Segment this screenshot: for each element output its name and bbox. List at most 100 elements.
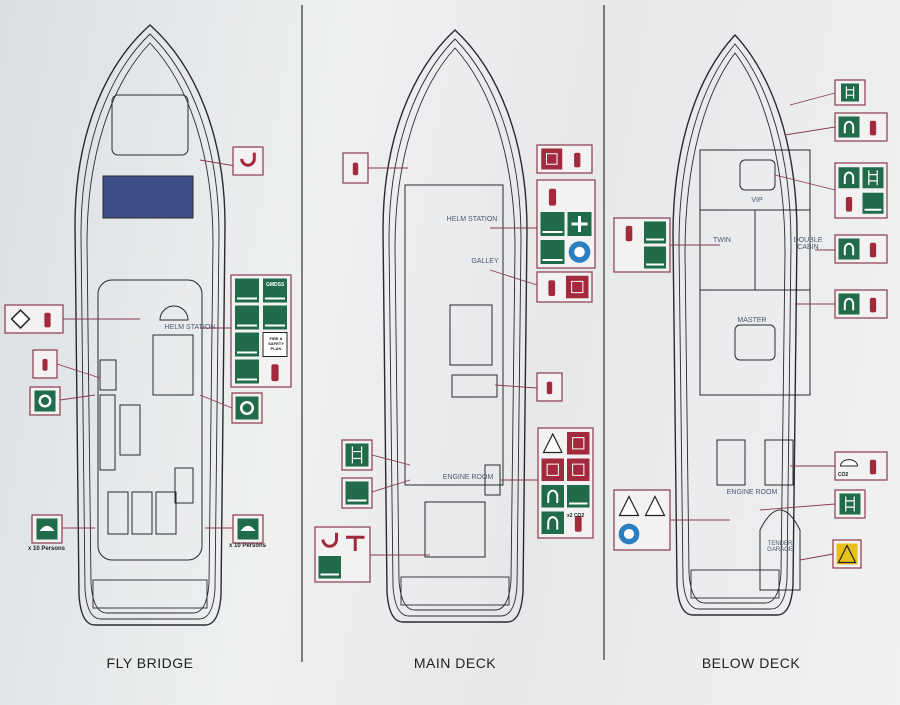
seat <box>99 359 117 391</box>
hazard-diamond-icon <box>10 309 31 329</box>
safety-sign-panel <box>834 234 888 264</box>
fire-axe-icon <box>346 535 365 551</box>
engine-port <box>716 439 746 486</box>
callout-line <box>59 394 96 401</box>
vip-label: VIP <box>751 197 763 204</box>
sign-caption-bar <box>265 297 285 300</box>
fire-blanket-icon <box>541 148 563 170</box>
master-label: MASTER <box>737 317 767 324</box>
warning-triangle-icon <box>618 495 640 517</box>
callout-line <box>799 553 834 561</box>
callout-line <box>784 126 836 136</box>
safety-sign-panel <box>536 144 593 174</box>
tender-garage-label: TENDER GARAGE <box>767 541 793 553</box>
callout-line <box>371 454 411 466</box>
lifebuoy-icon <box>34 390 56 412</box>
sofa <box>451 374 498 398</box>
lifebuoy-icon <box>235 396 259 420</box>
sign-caption-bar <box>265 324 285 327</box>
safety-sign-panel <box>834 79 866 106</box>
safety-sign-panel <box>834 489 866 519</box>
extinguisher-icon <box>271 364 279 382</box>
hull-outline <box>394 47 516 611</box>
lifebuoy-blue-inner <box>574 246 585 258</box>
fire-panel-icon <box>566 275 589 299</box>
lifebuoy-blue-inner <box>623 528 635 540</box>
safety-sign-panel <box>536 372 563 402</box>
lifejacket-glyph <box>843 120 855 134</box>
aft-cockpit <box>424 501 486 558</box>
extinguisher-icon <box>869 297 877 313</box>
galley-label: GALLEY <box>471 258 499 265</box>
sign-caption-bar <box>646 263 664 266</box>
table <box>119 404 141 456</box>
ladder-icon <box>841 83 859 102</box>
rescue-hook-icon <box>240 152 256 167</box>
master-bed <box>734 324 776 361</box>
hull-outline <box>382 29 528 623</box>
sign-caption-bar <box>864 208 882 211</box>
safety-sign-panel <box>613 489 671 551</box>
green-icon <box>567 485 590 508</box>
main-deck-hull <box>382 29 528 623</box>
ladder-glyph <box>845 496 855 512</box>
main-helm-station-label: HELM STATION <box>446 216 498 223</box>
swim-platform <box>400 576 510 606</box>
forward-hatch <box>111 94 189 156</box>
sign-caption-bar <box>542 259 563 261</box>
fire-panel-icon-detail <box>571 280 584 294</box>
callout-line <box>56 363 101 379</box>
callout-line <box>789 92 836 106</box>
safety-sign-panel <box>230 274 292 388</box>
hull-outline <box>80 33 220 620</box>
co2-extinguisher-icon <box>869 459 877 475</box>
safety-sign-panel <box>4 304 64 334</box>
fly-bridge-title: FLY BRIDGE <box>106 655 194 671</box>
warning-sign-icon <box>836 543 858 565</box>
lifejacket-glyph <box>843 171 855 185</box>
sign-caption-bar <box>237 324 257 327</box>
liferaft-glyph <box>39 525 55 531</box>
below-engine-room-label: ENGINE ROOM <box>726 489 778 496</box>
windscreen <box>102 175 194 219</box>
lifejacket-icon <box>541 511 564 534</box>
fire-pump-icon-detail <box>572 463 585 476</box>
ladder-glyph <box>868 170 878 186</box>
ladder-icon <box>839 493 861 515</box>
ladder-glyph <box>845 86 855 99</box>
accommodation <box>699 149 811 396</box>
stairs <box>174 467 194 504</box>
safety-sign-panel <box>832 539 862 569</box>
extinguisher-icon <box>869 242 877 258</box>
hull-outline <box>678 43 792 610</box>
hull-outline <box>388 38 522 617</box>
callout-line <box>489 269 538 286</box>
swim-platform <box>92 579 208 609</box>
sign-caption-bar <box>237 378 257 381</box>
fire-plan-caption: FIRE & SAFETY PLAN <box>268 336 284 351</box>
safety-sign-panel <box>231 392 263 424</box>
tender <box>759 509 801 591</box>
dining-table <box>449 304 493 366</box>
lifejacket-glyph <box>547 489 559 503</box>
main-deck-interior <box>404 184 504 486</box>
green-icon <box>644 246 666 269</box>
gmdss-caption: GMDSS <box>266 282 285 288</box>
lifejacket-icon <box>838 167 860 189</box>
fire-hose-icon <box>567 432 590 455</box>
helm-console <box>152 334 194 396</box>
green-icon <box>644 221 666 244</box>
main-deck-title: MAIN DECK <box>413 655 497 671</box>
sign-caption-bar <box>646 238 664 241</box>
co2-extinguisher-icon <box>574 516 582 532</box>
engine-starboard <box>764 439 794 486</box>
x2-co2-caption: x2 CO2 <box>567 513 585 519</box>
safety-sign-panel <box>536 271 593 303</box>
below-deck-hull <box>672 33 798 616</box>
sunpad <box>107 491 129 535</box>
lifejacket-glyph <box>843 242 855 256</box>
settee <box>99 394 116 471</box>
extinguisher-icon <box>845 196 853 212</box>
